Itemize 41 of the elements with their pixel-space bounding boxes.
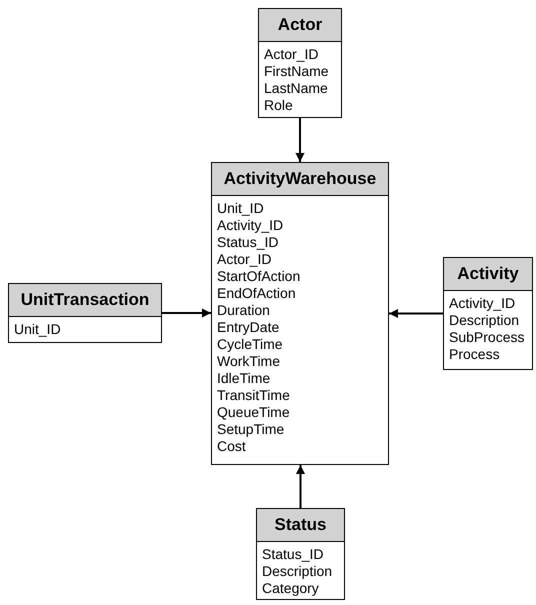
entity-table: [256, 508, 345, 600]
field-name: LastName: [264, 80, 328, 97]
field-name: Category: [262, 580, 319, 597]
field-name: Unit_ID: [217, 200, 264, 217]
field-name: IdleTime: [217, 370, 270, 387]
table-header: Status: [257, 509, 344, 542]
table-header: Actor: [259, 9, 341, 42]
field-name: Description: [262, 563, 332, 580]
arrow: [389, 309, 443, 318]
field-name: Cost: [217, 438, 246, 455]
field-name: SetupTime: [217, 421, 284, 438]
field-name: WorkTime: [217, 353, 280, 370]
arrow: [296, 118, 304, 162]
entity-table: [211, 162, 389, 465]
field-name: Description: [449, 312, 520, 329]
entity-table: [8, 283, 162, 343]
field-name: TransitTime: [217, 387, 290, 404]
entity-table: [258, 8, 342, 118]
table-header: ActivityWarehouse: [212, 163, 388, 196]
entity-table: [443, 257, 533, 370]
field-name: StartOfAction: [217, 268, 300, 285]
field-name: Duration: [217, 302, 270, 319]
field-name: Unit_ID: [14, 321, 61, 338]
field-name: Activity_ID: [449, 295, 516, 312]
field-name: Actor_ID: [217, 251, 272, 268]
field-name: Role: [264, 97, 293, 114]
table-header: UnitTransaction: [9, 284, 161, 317]
field-name: FirstName: [264, 63, 329, 80]
field-name: EntryDate: [217, 319, 280, 336]
field-name: Actor_ID: [264, 46, 318, 63]
field-name: Status_ID: [217, 234, 278, 251]
arrow: [296, 465, 305, 508]
field-name: Activity_ID: [217, 217, 284, 234]
table-header: Activity: [444, 258, 532, 291]
field-name: SubProcess: [449, 329, 524, 346]
field-name: QueueTime: [217, 404, 290, 421]
field-name: CycleTime: [217, 336, 283, 353]
arrow: [162, 308, 211, 318]
field-name: Process: [449, 346, 500, 363]
field-name: EndOfAction: [217, 285, 296, 302]
field-name: Status_ID: [262, 546, 324, 563]
